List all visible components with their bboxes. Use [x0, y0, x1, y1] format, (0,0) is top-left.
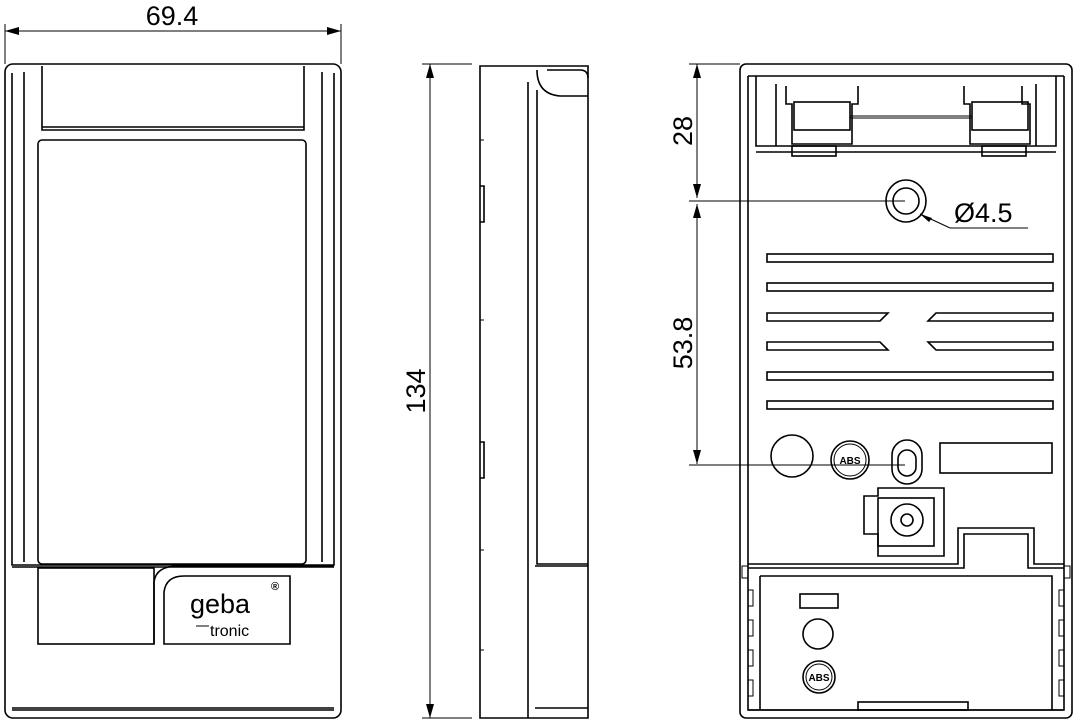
- logo-brand-text: geba: [190, 589, 251, 619]
- knockout-circle-lower: [802, 618, 834, 650]
- back-outer-body: [739, 63, 1073, 719]
- ventilation-slots: [766, 253, 1054, 410]
- width-dimension-label: 69.4: [146, 1, 199, 31]
- logo-registered-mark: ®: [271, 581, 279, 593]
- lower-side-clips: [741, 565, 1071, 697]
- abs-marking-lower: ABS: [802, 660, 836, 694]
- height-dimension: 134: [401, 63, 472, 719]
- top-offset-dimension-label: 28: [668, 116, 698, 146]
- abs-label-lower: ABS: [808, 673, 829, 684]
- terminal-screw: [863, 487, 945, 557]
- mounting-hole-top: [885, 179, 927, 223]
- height-dimension-label: 134: [401, 368, 431, 413]
- label-area: [939, 442, 1053, 474]
- side-body: [479, 65, 589, 719]
- knockout-circle: [770, 434, 814, 478]
- front-view: 69.4 geba tronic ®: [4, 1, 342, 719]
- top-clip: [41, 66, 305, 131]
- hole-diameter-label: Ø4.5: [954, 198, 1013, 228]
- width-dimension: 69.4: [4, 1, 342, 64]
- hole-diameter-callout: Ø4.5: [919, 198, 1028, 229]
- mounting-hole-bottom: [891, 439, 923, 485]
- abs-marking-upper: ABS: [830, 440, 870, 480]
- hole-spacing-dimension: 53.8: [668, 200, 905, 466]
- hole-spacing-dimension-label: 53.8: [668, 317, 698, 370]
- logo-sub-text: tronic: [210, 623, 249, 640]
- side-view: 134: [401, 63, 589, 719]
- top-offset-dimension: 28: [668, 63, 740, 198]
- front-outer-body: [4, 63, 342, 719]
- back-view: 28 53.8: [668, 63, 1073, 719]
- abs-label-upper: ABS: [839, 456, 860, 467]
- front-window: [37, 139, 307, 565]
- geba-logo: geba tronic ®: [190, 581, 279, 640]
